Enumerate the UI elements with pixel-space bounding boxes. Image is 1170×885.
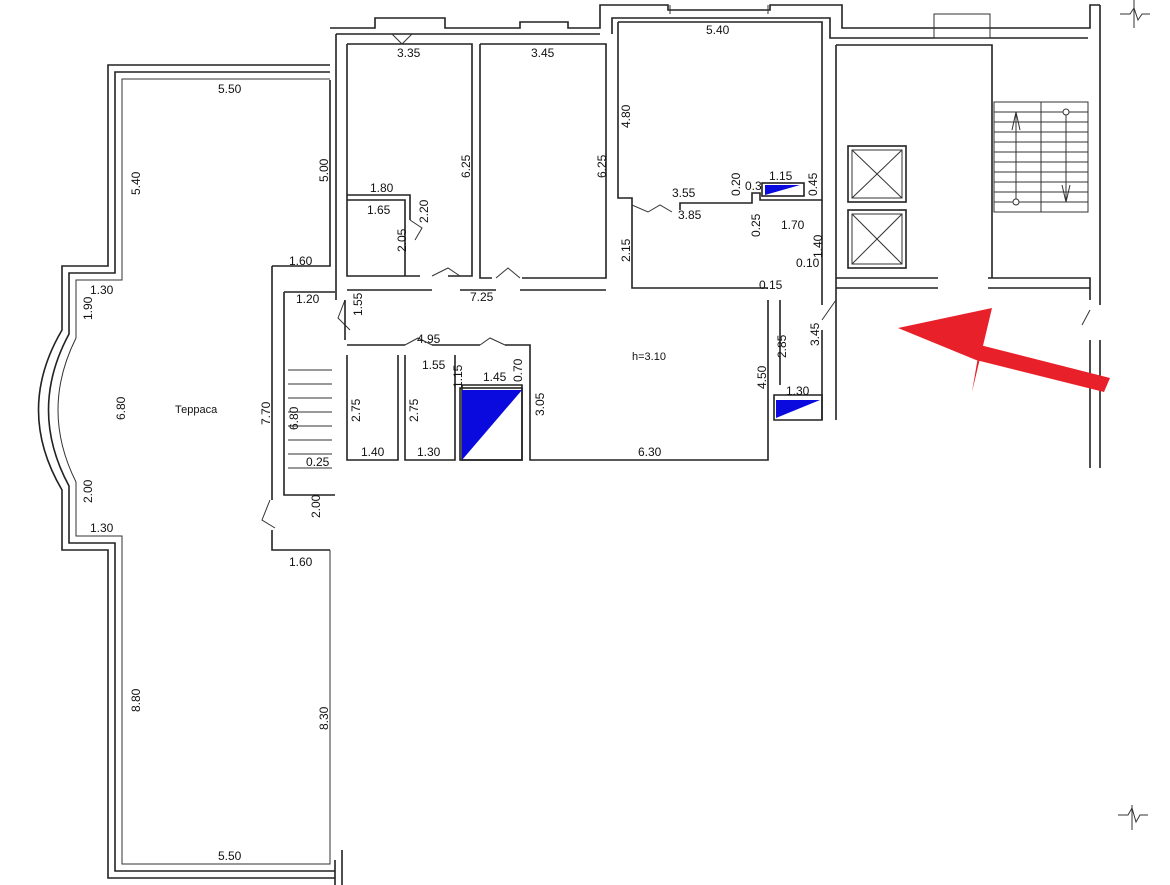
terrace-staircase	[261, 291, 351, 529]
dim-r3-n6: 1.70	[781, 218, 805, 232]
dim-t-bay-lower: 2.00	[81, 479, 95, 503]
dim-st-bottom: 2.00	[309, 494, 323, 518]
ventilation-shafts	[459, 182, 820, 461]
dim-e-b: 1.30	[786, 384, 810, 398]
dim-t-right-upper: 5.00	[317, 158, 331, 182]
dim-r3-n2: 0.3	[745, 179, 762, 193]
vent-shaft-small	[765, 185, 800, 195]
dim-e-r3: 3.45	[808, 322, 822, 346]
dim-h-side: 3.05	[533, 392, 547, 416]
dim-t-step-top: 1.30	[90, 283, 114, 297]
dim-r1-closet-door: 2.05	[395, 228, 409, 252]
ceiling-height-label: h=3.10	[632, 351, 666, 363]
dim-e-r2: 2.85	[775, 334, 789, 358]
dim-r3-wall-a: 3.55	[672, 186, 696, 200]
vent-shaft-large	[462, 390, 522, 460]
red-arrow	[898, 308, 1110, 392]
dim-h-top: 4.95	[417, 332, 441, 346]
pointer-arrow	[898, 308, 1110, 392]
dim-h-b5: 1.40	[361, 445, 385, 459]
dim-h-b4: 0.70	[511, 358, 525, 382]
dim-r1-closet-in: 1.65	[367, 203, 391, 217]
dim-t-stub-bottom: 1.60	[289, 555, 313, 569]
dim-st-len: 7.70	[259, 401, 273, 425]
dim-r1-top: 3.35	[397, 46, 421, 60]
dim-r3-n8: 0.10	[796, 256, 820, 270]
dim-r3-n9: 0.15	[759, 278, 783, 292]
terrace-outline	[37, 64, 343, 885]
dim-h-b2: 1.15	[451, 364, 465, 388]
dim-st-step: 0.25	[306, 455, 330, 469]
dimension-labels: 5.50 5.40 1.30 1.90 6.80 2.00 1.30 8.80 …	[81, 23, 825, 863]
dim-h-b3: 1.45	[483, 370, 507, 384]
dim-t-step-bottom: 1.30	[90, 521, 114, 535]
dim-r3-left: 4.80	[619, 104, 633, 128]
doors	[391, 33, 673, 346]
dim-r3-n7: 1.40	[811, 234, 825, 258]
dim-st-width: 1.20	[296, 292, 320, 306]
main-staircase	[993, 101, 1089, 213]
vent-shaft-right	[776, 400, 820, 418]
dim-h-b6: 1.30	[417, 445, 441, 459]
dim-r3-low: 2.15	[619, 238, 633, 262]
dim-e-right: 4.50	[755, 365, 769, 389]
dim-c1: 1.55	[351, 292, 365, 316]
dim-t-bay-upper: 1.90	[81, 296, 95, 320]
terrace-label: Терраса	[175, 404, 218, 416]
dim-r1-closet-h: 2.20	[417, 199, 431, 223]
dim-h-r2: 2.75	[407, 398, 421, 422]
dim-st-inner: 6.80	[287, 406, 301, 430]
dim-r3-n3: 1.15	[769, 169, 793, 183]
dim-r3-n4: 0.45	[806, 172, 820, 196]
dim-r3-n1: 0.20	[729, 172, 743, 196]
dim-r1-side: 6.25	[459, 154, 473, 178]
dim-h-b1: 1.55	[422, 358, 446, 372]
dim-t-mid: 6.80	[114, 396, 128, 420]
building-walls	[330, 4, 1101, 468]
dim-t-stub-top: 1.60	[289, 254, 313, 268]
dim-r3-top: 5.40	[706, 23, 730, 37]
dim-t-bottom: 5.50	[218, 849, 242, 863]
dim-t-right-lower: 8.30	[317, 706, 331, 730]
dim-r1-closet-w: 1.80	[370, 181, 394, 195]
lift-shafts	[847, 145, 907, 269]
dim-h-r1: 2.75	[349, 398, 363, 422]
dim-corr-len: 7.25	[470, 290, 494, 304]
dim-r2-top: 3.45	[531, 46, 555, 60]
dim-t-left-upper: 5.40	[129, 171, 143, 195]
break-marks	[1118, 0, 1150, 830]
dim-r3-n5: 0.25	[749, 213, 763, 237]
dim-h-bottom: 6.30	[638, 445, 662, 459]
dim-t-top: 5.50	[218, 82, 242, 96]
dim-r3-wall-b: 3.85	[678, 208, 702, 222]
dim-t-left-lower: 8.80	[129, 688, 143, 712]
dim-r2-side: 6.25	[595, 154, 609, 178]
